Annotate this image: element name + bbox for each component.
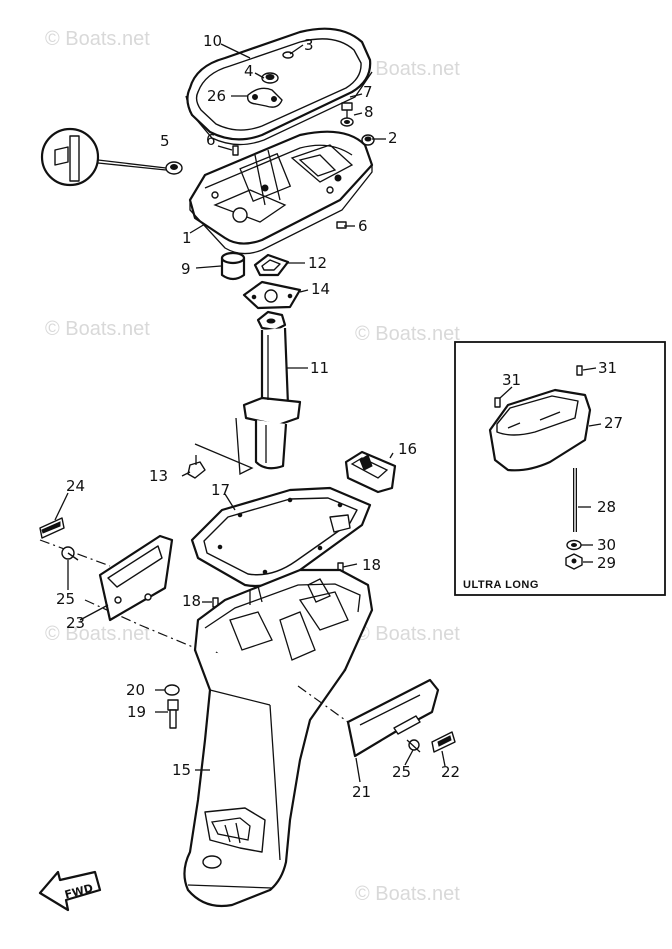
dashed-leader: [84, 599, 201, 651]
callout-18: 18: [182, 592, 201, 610]
callout-31: 31: [502, 371, 521, 389]
part-26-bracket: [246, 87, 283, 108]
watermark: © Boats.net: [45, 28, 150, 50]
part-9-sleeve: [220, 251, 246, 281]
callout-4: 4: [244, 62, 254, 80]
part-31-dowel: [494, 397, 501, 408]
part-24-plate: [39, 517, 65, 539]
callout-11: 11: [310, 359, 329, 377]
callout-21: 21: [352, 783, 371, 801]
part-5-grommet: [165, 161, 183, 175]
callout-28: 28: [597, 498, 616, 516]
watermark: © Boats.net: [355, 323, 460, 345]
callout-30: 30: [597, 536, 616, 554]
part-10-gasket: [185, 27, 373, 146]
part-17-gasket: [190, 486, 372, 588]
part-14-gasket: [242, 280, 302, 310]
callout-5: 5: [160, 132, 170, 150]
part-25-bolt-right: [406, 739, 421, 753]
callout-19: 19: [127, 703, 146, 721]
callout-27: 27: [604, 414, 623, 432]
callout-14: 14: [311, 280, 330, 298]
part-6-dowel-top: [232, 145, 239, 156]
inset-label: ULTRA LONG: [463, 579, 539, 591]
watermark: © Boats.net: [45, 623, 150, 645]
part-27-extension: [488, 388, 592, 472]
part-31-dowel: [576, 365, 583, 376]
callout-15: 15: [172, 761, 191, 779]
part-21-side-panel: [346, 678, 440, 758]
part-30-washer: [566, 539, 582, 551]
callouts: 10 3 4 7 26 8 5 6 2 6 1 9 12 14 11 31 31…: [56, 32, 623, 801]
part-1-cover-plate: [188, 130, 374, 255]
part-11-exhaust-tube: [242, 310, 302, 470]
detail-bubble: [40, 127, 167, 187]
dashed-leader: [39, 539, 111, 567]
part-16-seal: [344, 450, 397, 494]
part-8-washer: [340, 117, 354, 127]
callout-12: 12: [308, 254, 327, 272]
callout-29: 29: [597, 554, 616, 572]
leader-line: [194, 417, 254, 476]
part-23-side-panel: [98, 534, 174, 622]
callout-18: 18: [362, 556, 381, 574]
callout-26: 26: [207, 87, 226, 105]
callout-6: 6: [358, 217, 368, 235]
part-19-bolt: [167, 699, 179, 729]
callout-8: 8: [364, 103, 374, 121]
watermark: © Boats.net: [355, 623, 460, 645]
leader-lines: [54, 43, 602, 783]
callout-2: 2: [388, 129, 398, 147]
part-12-seal: [253, 253, 290, 277]
part-29-nut: [565, 553, 583, 570]
watermark: © Boats.net: [45, 318, 150, 340]
ultra-long-inset: ULTRA LONG: [454, 341, 666, 596]
callout-3: 3: [304, 36, 314, 54]
part-13-bolt: [187, 455, 206, 479]
watermark: © Boats.net: [355, 883, 460, 905]
part-25-bolt-left: [61, 546, 79, 561]
callout-10: 10: [203, 32, 222, 50]
part-22-plate: [431, 731, 456, 753]
callout-9: 9: [181, 260, 191, 278]
part-6-dowel-right: [336, 221, 347, 229]
callout-16: 16: [398, 440, 417, 458]
callout-17: 17: [211, 481, 230, 499]
part-7-bolt: [341, 102, 353, 118]
callout-31: 31: [598, 359, 617, 377]
callout-23: 23: [66, 614, 85, 632]
watermark: © Boats.net: [355, 58, 460, 80]
part-4-grommet: [261, 72, 279, 84]
callout-25: 25: [56, 590, 75, 608]
fwd-arrow: FWD: [38, 870, 102, 912]
part-15-lower-casing: [183, 568, 374, 908]
callout-6: 6: [206, 131, 216, 149]
callout-22: 22: [441, 763, 460, 781]
part-20-washer: [164, 684, 180, 696]
callout-1: 1: [182, 229, 192, 247]
callout-7: 7: [363, 83, 373, 101]
callout-24: 24: [66, 477, 85, 495]
callout-13: 13: [149, 467, 168, 485]
callout-25: 25: [392, 763, 411, 781]
watermarks: © Boats.net © Boats.net © Boats.net © Bo…: [45, 28, 460, 905]
callout-20: 20: [126, 681, 145, 699]
part-2-grommet: [361, 134, 375, 146]
